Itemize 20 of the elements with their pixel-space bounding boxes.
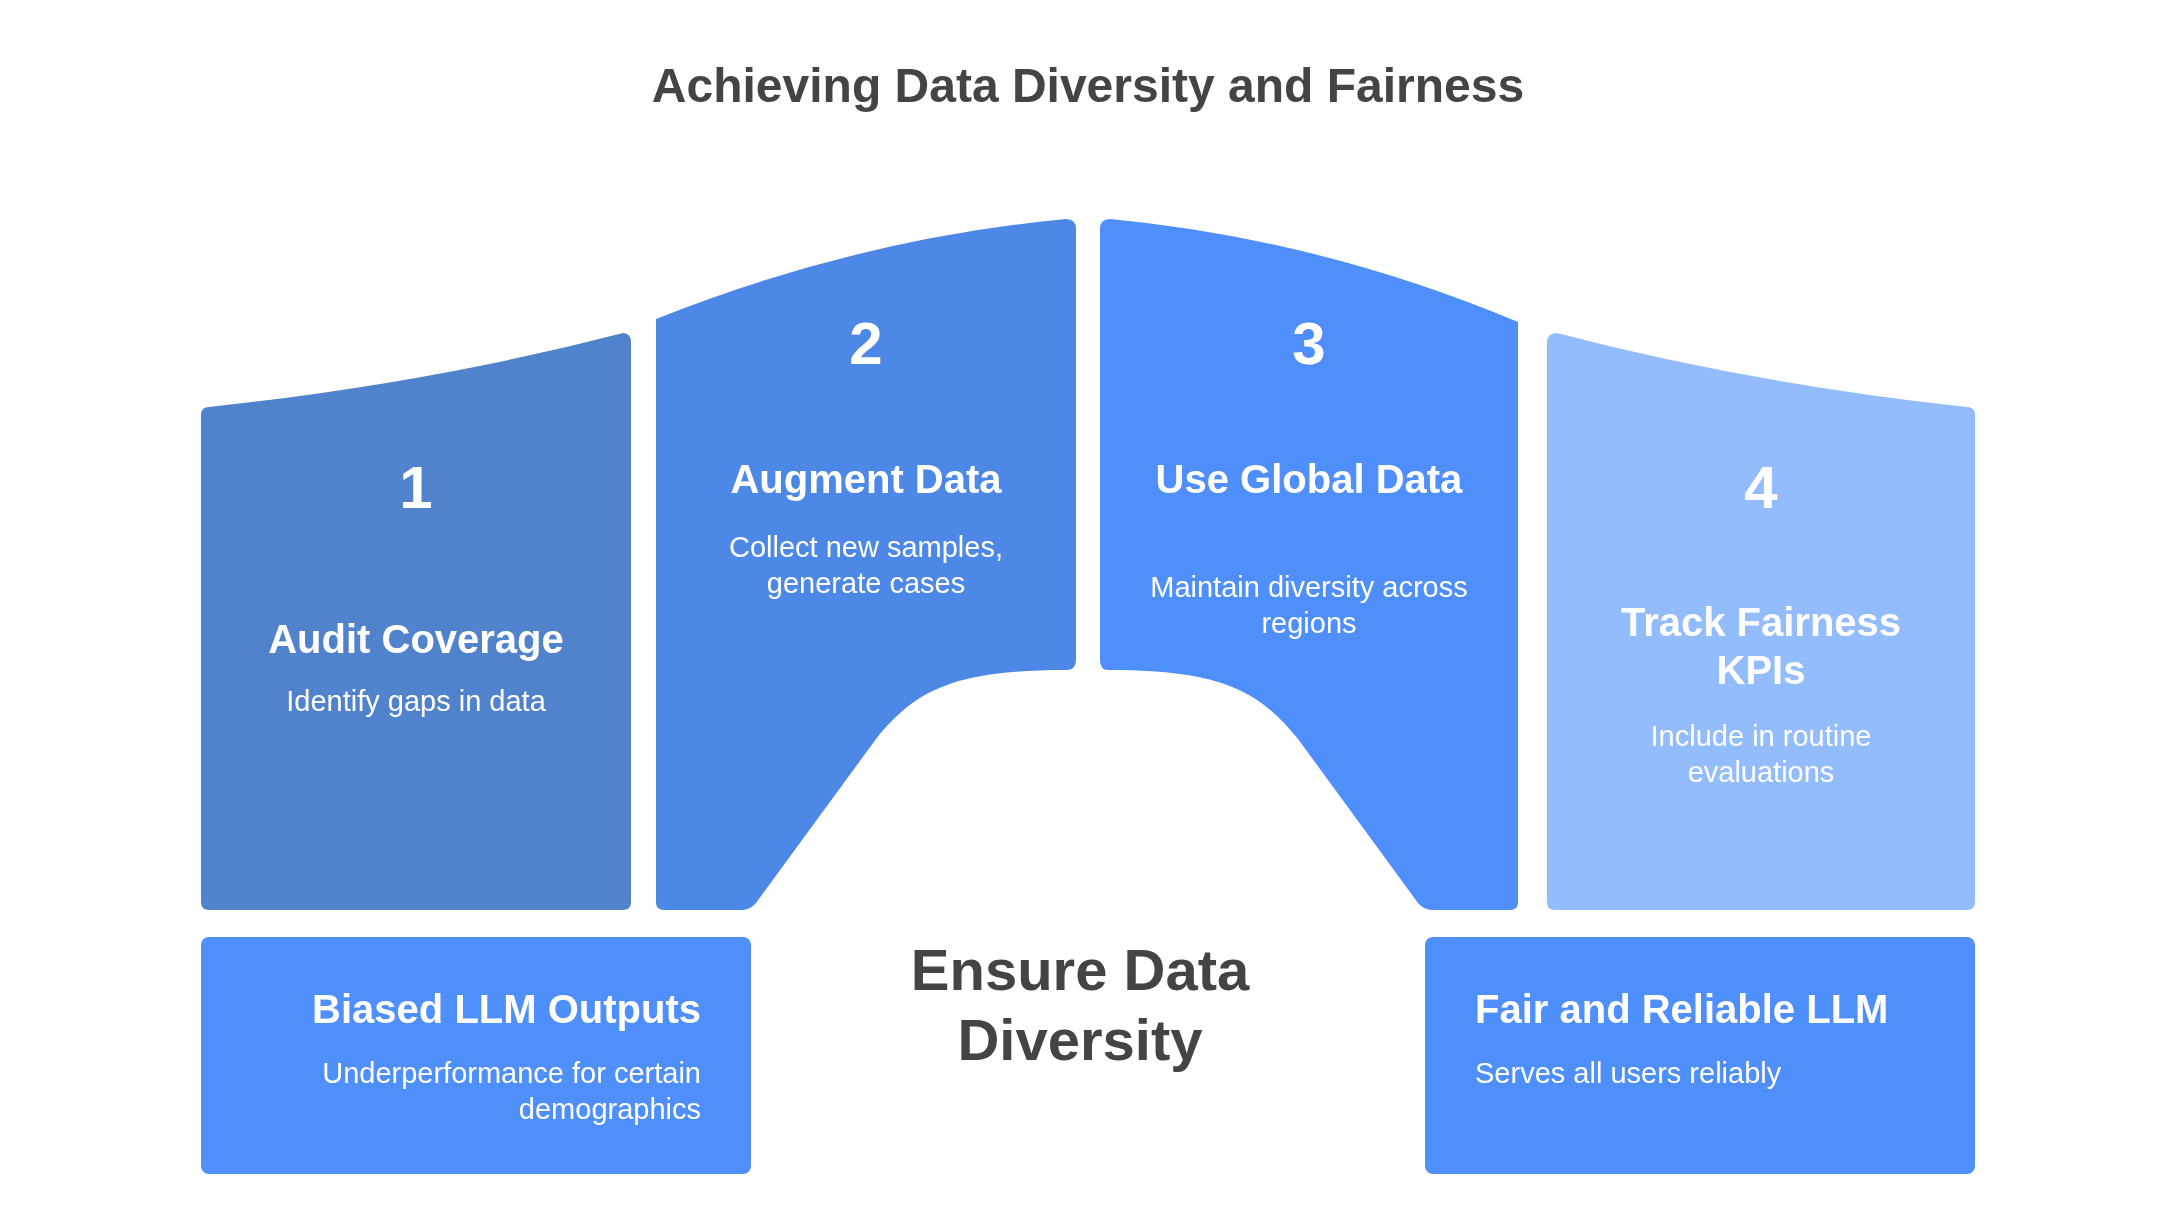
step-description: Include in routine evaluations — [1649, 719, 1873, 790]
step-number: 4 — [1743, 453, 1779, 522]
step-description: Maintain diversity across regions — [1149, 570, 1469, 641]
step-number: 1 — [398, 453, 434, 522]
diagram-title: Achieving Data Diversity and Fairness — [650, 58, 1526, 113]
outcome-box — [201, 937, 751, 1174]
box-heading: Fair and Reliable LLM — [1475, 986, 1890, 1033]
outcome-box — [1425, 937, 1975, 1174]
step-description: Collect new samples, generate cases — [728, 530, 1004, 601]
step-description: Identify gaps in data — [285, 684, 547, 719]
step-heading: Use Global Data — [1154, 456, 1464, 503]
step-heading: Track Fairness KPIs — [1619, 599, 1903, 694]
box-description: Serves all users reliably — [1475, 1056, 1783, 1091]
box-heading: Biased LLM Outputs — [311, 986, 701, 1033]
step-heading: Audit Coverage — [267, 616, 565, 663]
center-label: Ensure Data Diversity — [909, 936, 1251, 1074]
step-number: 2 — [848, 309, 884, 378]
box-description: Underperformance for certain demographics — [321, 1056, 701, 1127]
step-heading: Augment Data — [729, 456, 1003, 503]
step-number: 3 — [1291, 309, 1327, 378]
